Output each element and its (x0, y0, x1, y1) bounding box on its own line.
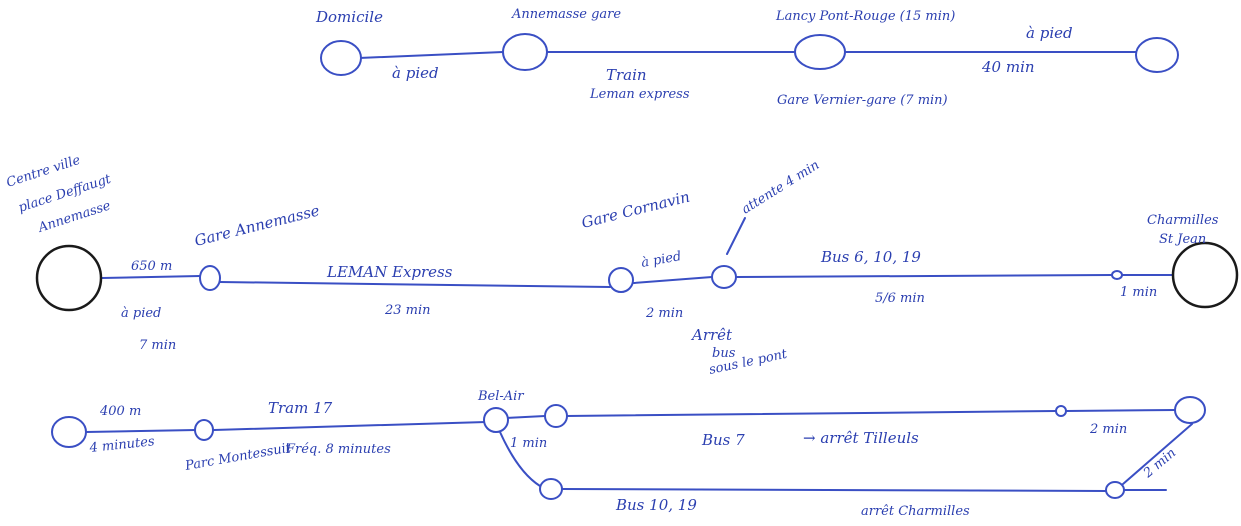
route-2-walk-time: 7 min (139, 338, 176, 353)
route-3-walk-line (85, 429, 197, 433)
route-3-bus10-stop: arrêt Charmilles (861, 504, 970, 519)
route-2-end-stop-node (1111, 270, 1123, 280)
route-2-cornavin-walk-time: 2 min (645, 306, 683, 321)
route-1-walk-label: à pied (392, 64, 439, 82)
route-2-cornavin-label: Gare Cornavin (580, 188, 692, 232)
route-2-bus-time: 5/6 min (875, 291, 925, 306)
route-2-end-walk: 1 min (1120, 285, 1157, 300)
route-1-annemasse-label: Annemasse gare (511, 7, 621, 22)
route-2-gare-annemasse-label: Gare Annemasse (193, 201, 322, 250)
route-3-hub-label: Bel-Air (477, 389, 524, 404)
route-3-tram-label: Tram 17 (268, 399, 333, 417)
route-3-parc-node (194, 419, 214, 441)
route-2-cornavin-node (608, 267, 634, 293)
route-1-lancy-label: Lancy Pont-Rouge (15 min) (775, 9, 955, 24)
route-1: Domicile Annemasse gare Lancy Pont-Rouge… (315, 7, 1179, 108)
route-3-branch-line (499, 431, 541, 487)
route-2-walk-dist: 650 m (131, 259, 172, 274)
route-3-end-walk: 2 min (1089, 422, 1127, 437)
route-3-hub-walk: 1 min (510, 436, 547, 451)
route-3-end-node (1174, 396, 1206, 424)
route-3-walk-time: 4 minutes (88, 434, 156, 456)
route-2-walk-line (101, 275, 201, 279)
route-1-lancy-bottom-label: Gare Vernier-gare (7 min) (777, 93, 948, 108)
route-2-wait-pointer (726, 217, 746, 255)
route-3-bus7-label: Bus 7 (701, 431, 745, 449)
route-2-end-node (1171, 241, 1239, 309)
route-3-end-line (1065, 409, 1177, 412)
route-2-end-label-2: St Jean (1159, 232, 1206, 247)
route-3-bus10-stop-node (1105, 481, 1125, 499)
route-1-train-sub-label: Leman express (589, 87, 690, 102)
route-3-bus10-label: Bus 10, 19 (615, 496, 697, 514)
route-3-bus7-line (565, 410, 1057, 417)
route-3-bus7-stop-node (1055, 405, 1067, 417)
route-3-join-line (1122, 423, 1193, 485)
route-3-tram-freq: Fréq. 8 minutes (285, 442, 391, 457)
route-2-wait-label: attente 4 min (739, 158, 822, 218)
route-2-bus-line (736, 274, 1113, 278)
route-2-gare-annemasse-node (199, 265, 221, 291)
route-2-stop-node (711, 265, 737, 289)
route-3-walk-dist: 400 m (99, 404, 141, 419)
route-2-leman-label: LEMAN Express (326, 263, 453, 281)
route-1-lancy-node (794, 34, 846, 70)
route-3-bus10-line (561, 488, 1108, 492)
route-2-leman-time: 23 min (384, 303, 431, 318)
route-3-parc-label: Parc Montessuit (183, 440, 293, 474)
route-2-leman-line (219, 281, 611, 288)
route-3: 400 m 4 minutes Parc Montessuit Tram 17 … (51, 389, 1206, 519)
route-2-end-label-1: Charmilles (1147, 213, 1219, 228)
route-2-bus-label: Bus 6, 10, 19 (820, 248, 921, 266)
route-2-cornavin-line (633, 276, 713, 284)
route-3-start-node (51, 416, 87, 448)
route-1-train-label: Train (606, 66, 647, 84)
route-1-walk2-label: à pied (1026, 24, 1073, 42)
route-2-start-node (35, 244, 103, 312)
route-2-stop-label-1: Arrêt (690, 326, 733, 344)
route-3-bus10-node (539, 478, 563, 500)
route-3-hub-node (483, 407, 509, 433)
route-2-cornavin-walk: à pied (640, 249, 682, 271)
route-2: Centre ville place Deffaugt Annemasse Ga… (5, 153, 1239, 378)
route-3-bus7-node (544, 404, 568, 428)
route-1-annemasse-node (502, 33, 548, 71)
route-1-end-node (1135, 37, 1179, 73)
route-3-bus7-stop: → arrêt Tilleuls (803, 429, 919, 447)
route-1-walk2-time: 40 min (981, 58, 1035, 76)
route-3-tram-line (213, 421, 487, 431)
route-1-walk-line (358, 51, 504, 59)
route-1-start-node (320, 40, 362, 76)
route-1-start-label: Domicile (315, 8, 383, 26)
route-2-stop-label-2: bus (712, 346, 736, 361)
route-3-hub-line (505, 415, 546, 419)
route-2-walk-mode: à pied (121, 306, 161, 321)
